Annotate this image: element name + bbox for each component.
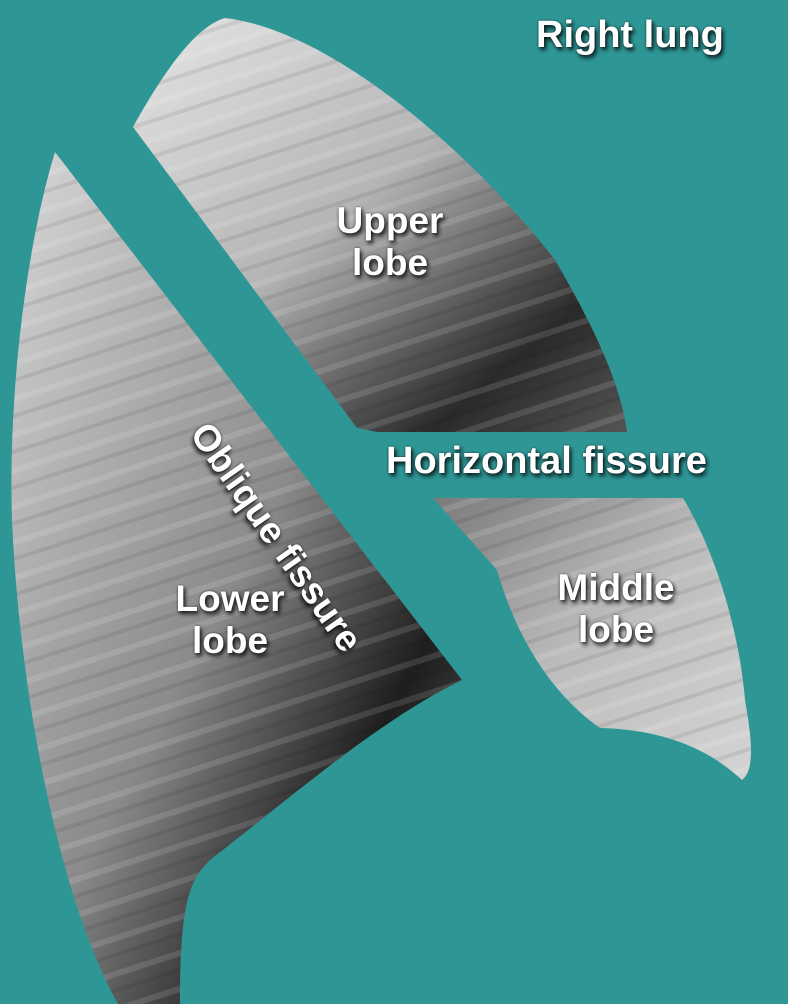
lower-lobe-label-line-2: lobe: [140, 620, 320, 662]
horizontal-fissure-label: Horizontal fissure: [386, 440, 707, 482]
middle-lobe-label: Middle lobe: [526, 567, 706, 651]
diagram-title: Right lung: [536, 14, 724, 56]
middle-lobe-label-line-2: lobe: [526, 609, 706, 651]
upper-lobe-label-line-2: lobe: [300, 242, 480, 284]
upper-lobe-label: Upper lobe: [300, 200, 480, 284]
middle-lobe-label-line-1: Middle: [526, 567, 706, 609]
upper-lobe-label-line-1: Upper: [300, 200, 480, 242]
